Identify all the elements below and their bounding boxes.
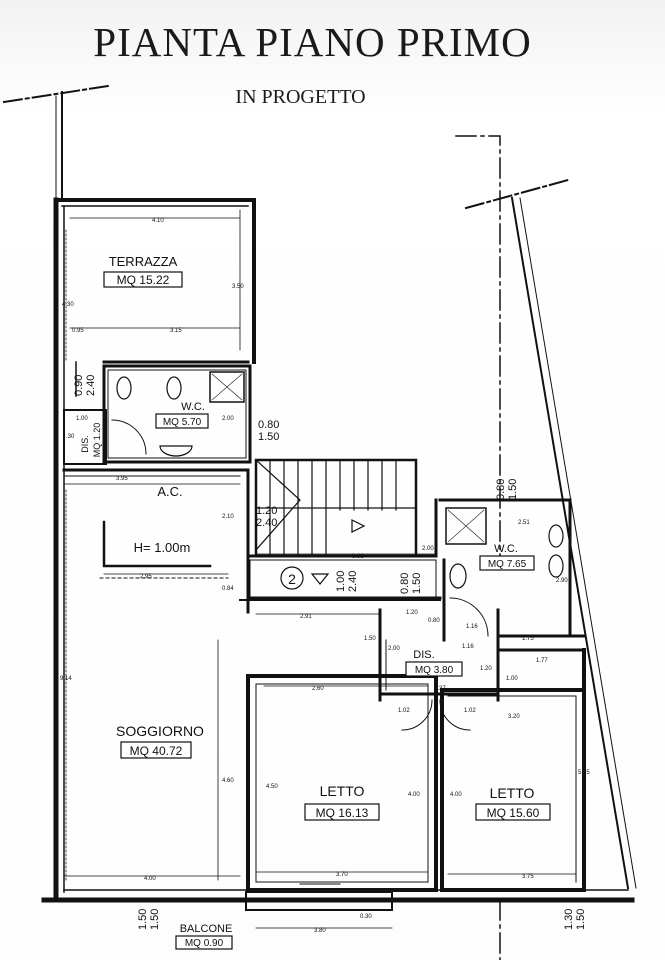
window-w7-height: 1.50 (149, 909, 161, 930)
dis1-area: MQ 1.20 (92, 423, 102, 458)
balcone-label: BALCONE (180, 923, 233, 935)
dim-balc-b: 0.30 (360, 914, 372, 920)
boundary-line (2, 84, 110, 104)
dim-corr-b: 0.80 (428, 618, 440, 624)
dim-r2: 1.77 (536, 658, 548, 664)
window-w1-width: 0.90 (73, 375, 85, 396)
property-line (455, 135, 501, 561)
window-w3-height: 2.40 (256, 517, 277, 529)
dim-letto2-r: 5.05 (578, 770, 590, 776)
dim-letto1-w: 2.60 (312, 686, 324, 692)
dim-dis1-h: .30 (66, 434, 75, 440)
dim-balc-w: 3.80 (314, 928, 326, 934)
plan-title: PIANTA PIANO PRIMO (93, 19, 532, 65)
dim-r3: 3.20 (508, 714, 520, 720)
dim-dis2-b: 1.16 (466, 624, 478, 630)
window-w8-width: 1.30 (563, 909, 575, 930)
letto1-area: MQ 16.13 (316, 806, 369, 820)
dim-terrazza-w: 4.10 (152, 218, 164, 224)
dim-corr-w: 2.91 (300, 614, 312, 620)
dim-letto2-b: 3.75 (522, 874, 534, 880)
window-w7-width: 1.50 (137, 909, 149, 930)
dim-ac-h: 2.10 (222, 514, 234, 520)
dim-letto1-l: 4.50 (266, 784, 278, 790)
window-w5-width: 0.80 (399, 573, 411, 594)
terrazza-area: MQ 15.22 (117, 273, 170, 287)
dim-ac-c: 0.84 (222, 586, 234, 592)
wc1-area: MQ 5.70 (163, 417, 202, 428)
wc2-area: MQ 7.65 (488, 559, 527, 570)
dim-door2: 1.02 (464, 708, 476, 714)
window-w6-width: 0.80 (495, 479, 507, 500)
balcone-area: MQ 0.90 (185, 938, 224, 949)
dim-door: 1.02 (398, 708, 410, 714)
window-w4-width: 1.00 (335, 571, 347, 592)
dim-dis2-d: 1.20 (480, 666, 492, 672)
dim-letto2-l: 4.00 (450, 792, 462, 798)
wc2-label: W.C. (494, 543, 518, 555)
dim-wc2-w: 2.51 (518, 520, 530, 526)
dim-dis1-w: 1.00 (76, 416, 88, 422)
wc2-wall (438, 498, 572, 638)
soggiorno-label: SOGGIORNO (116, 723, 204, 739)
dis2-area: MQ 3.80 (415, 665, 454, 676)
window-w3-width: 1.20 (256, 505, 277, 517)
dim-ac-b: 2.95 (140, 574, 152, 580)
window-w5-height: 1.50 (411, 573, 423, 594)
terrace-wall (54, 198, 256, 364)
plan-subtitle: IN PROGETTO (235, 86, 366, 108)
dim-stair-w: 3.93 (352, 554, 364, 560)
letto1-walls (246, 674, 438, 892)
ac-partition (102, 520, 212, 568)
dim-dis2-c: 1.16 (462, 644, 474, 650)
boundary-line (464, 178, 570, 210)
dim-corr-a: 1.20 (406, 610, 418, 616)
soggiorno-area: MQ 40.72 (130, 744, 183, 758)
stair-number: 2 (288, 571, 296, 587)
letto2-label: LETTO (490, 785, 535, 801)
dim-sogg-w: 4.00 (144, 876, 156, 882)
dim-terrazza-left: 4.30 (62, 302, 74, 308)
dim-terrazza-a: 0.95 (72, 328, 84, 334)
dim-dis2-w: 2.37 (434, 686, 446, 692)
terrazza-label: TERRAZZA (109, 254, 178, 269)
dim-dis2-e: 1.00 (506, 676, 518, 682)
window-w4-height: 2.40 (347, 571, 359, 592)
dim-r1: 1.75 (522, 636, 534, 642)
ac-label: A.C. (157, 484, 182, 499)
dim-terrazza-b: 3.15 (170, 328, 182, 334)
dim-dis2-a: 2.00 (388, 646, 400, 652)
stair-number-circle (280, 566, 304, 590)
ac-wall (62, 468, 250, 614)
wc1-label: W.C. (181, 401, 205, 413)
ac-height: H= 1.00m (134, 540, 191, 555)
dim-sogg-mid: 4.60 (222, 778, 234, 784)
dim-wc1-h: 2.00 (222, 416, 234, 422)
window-w6-height: 1.50 (507, 479, 519, 500)
letto1-label: LETTO (320, 783, 365, 799)
dim-sogg-h: 9.14 (60, 676, 72, 682)
window-w2-height: 1.50 (258, 431, 279, 443)
balcone-outline (245, 891, 393, 911)
dis1-label: DIS. (80, 435, 90, 453)
dim-letto1-r: 4.00 (408, 792, 420, 798)
letto2-area: MQ 15.60 (487, 806, 540, 820)
dim-wc2-h: 2.90 (556, 578, 568, 584)
dim-terrazza-h: 3.50 (232, 284, 244, 290)
dim-corr-c: 1.50 (364, 636, 376, 642)
window-w8-height: 1.50 (575, 909, 587, 930)
window-w1-height: 2.40 (85, 375, 97, 396)
window-w2-width: 0.80 (258, 419, 279, 431)
dim-ac-w: 3.95 (116, 476, 128, 482)
dim-stair-b: 2.00 (422, 546, 434, 552)
terrazza-area-box (103, 271, 183, 288)
dim-letto1-b: 3.70 (336, 872, 348, 878)
dis2-label: DIS. (413, 649, 434, 661)
